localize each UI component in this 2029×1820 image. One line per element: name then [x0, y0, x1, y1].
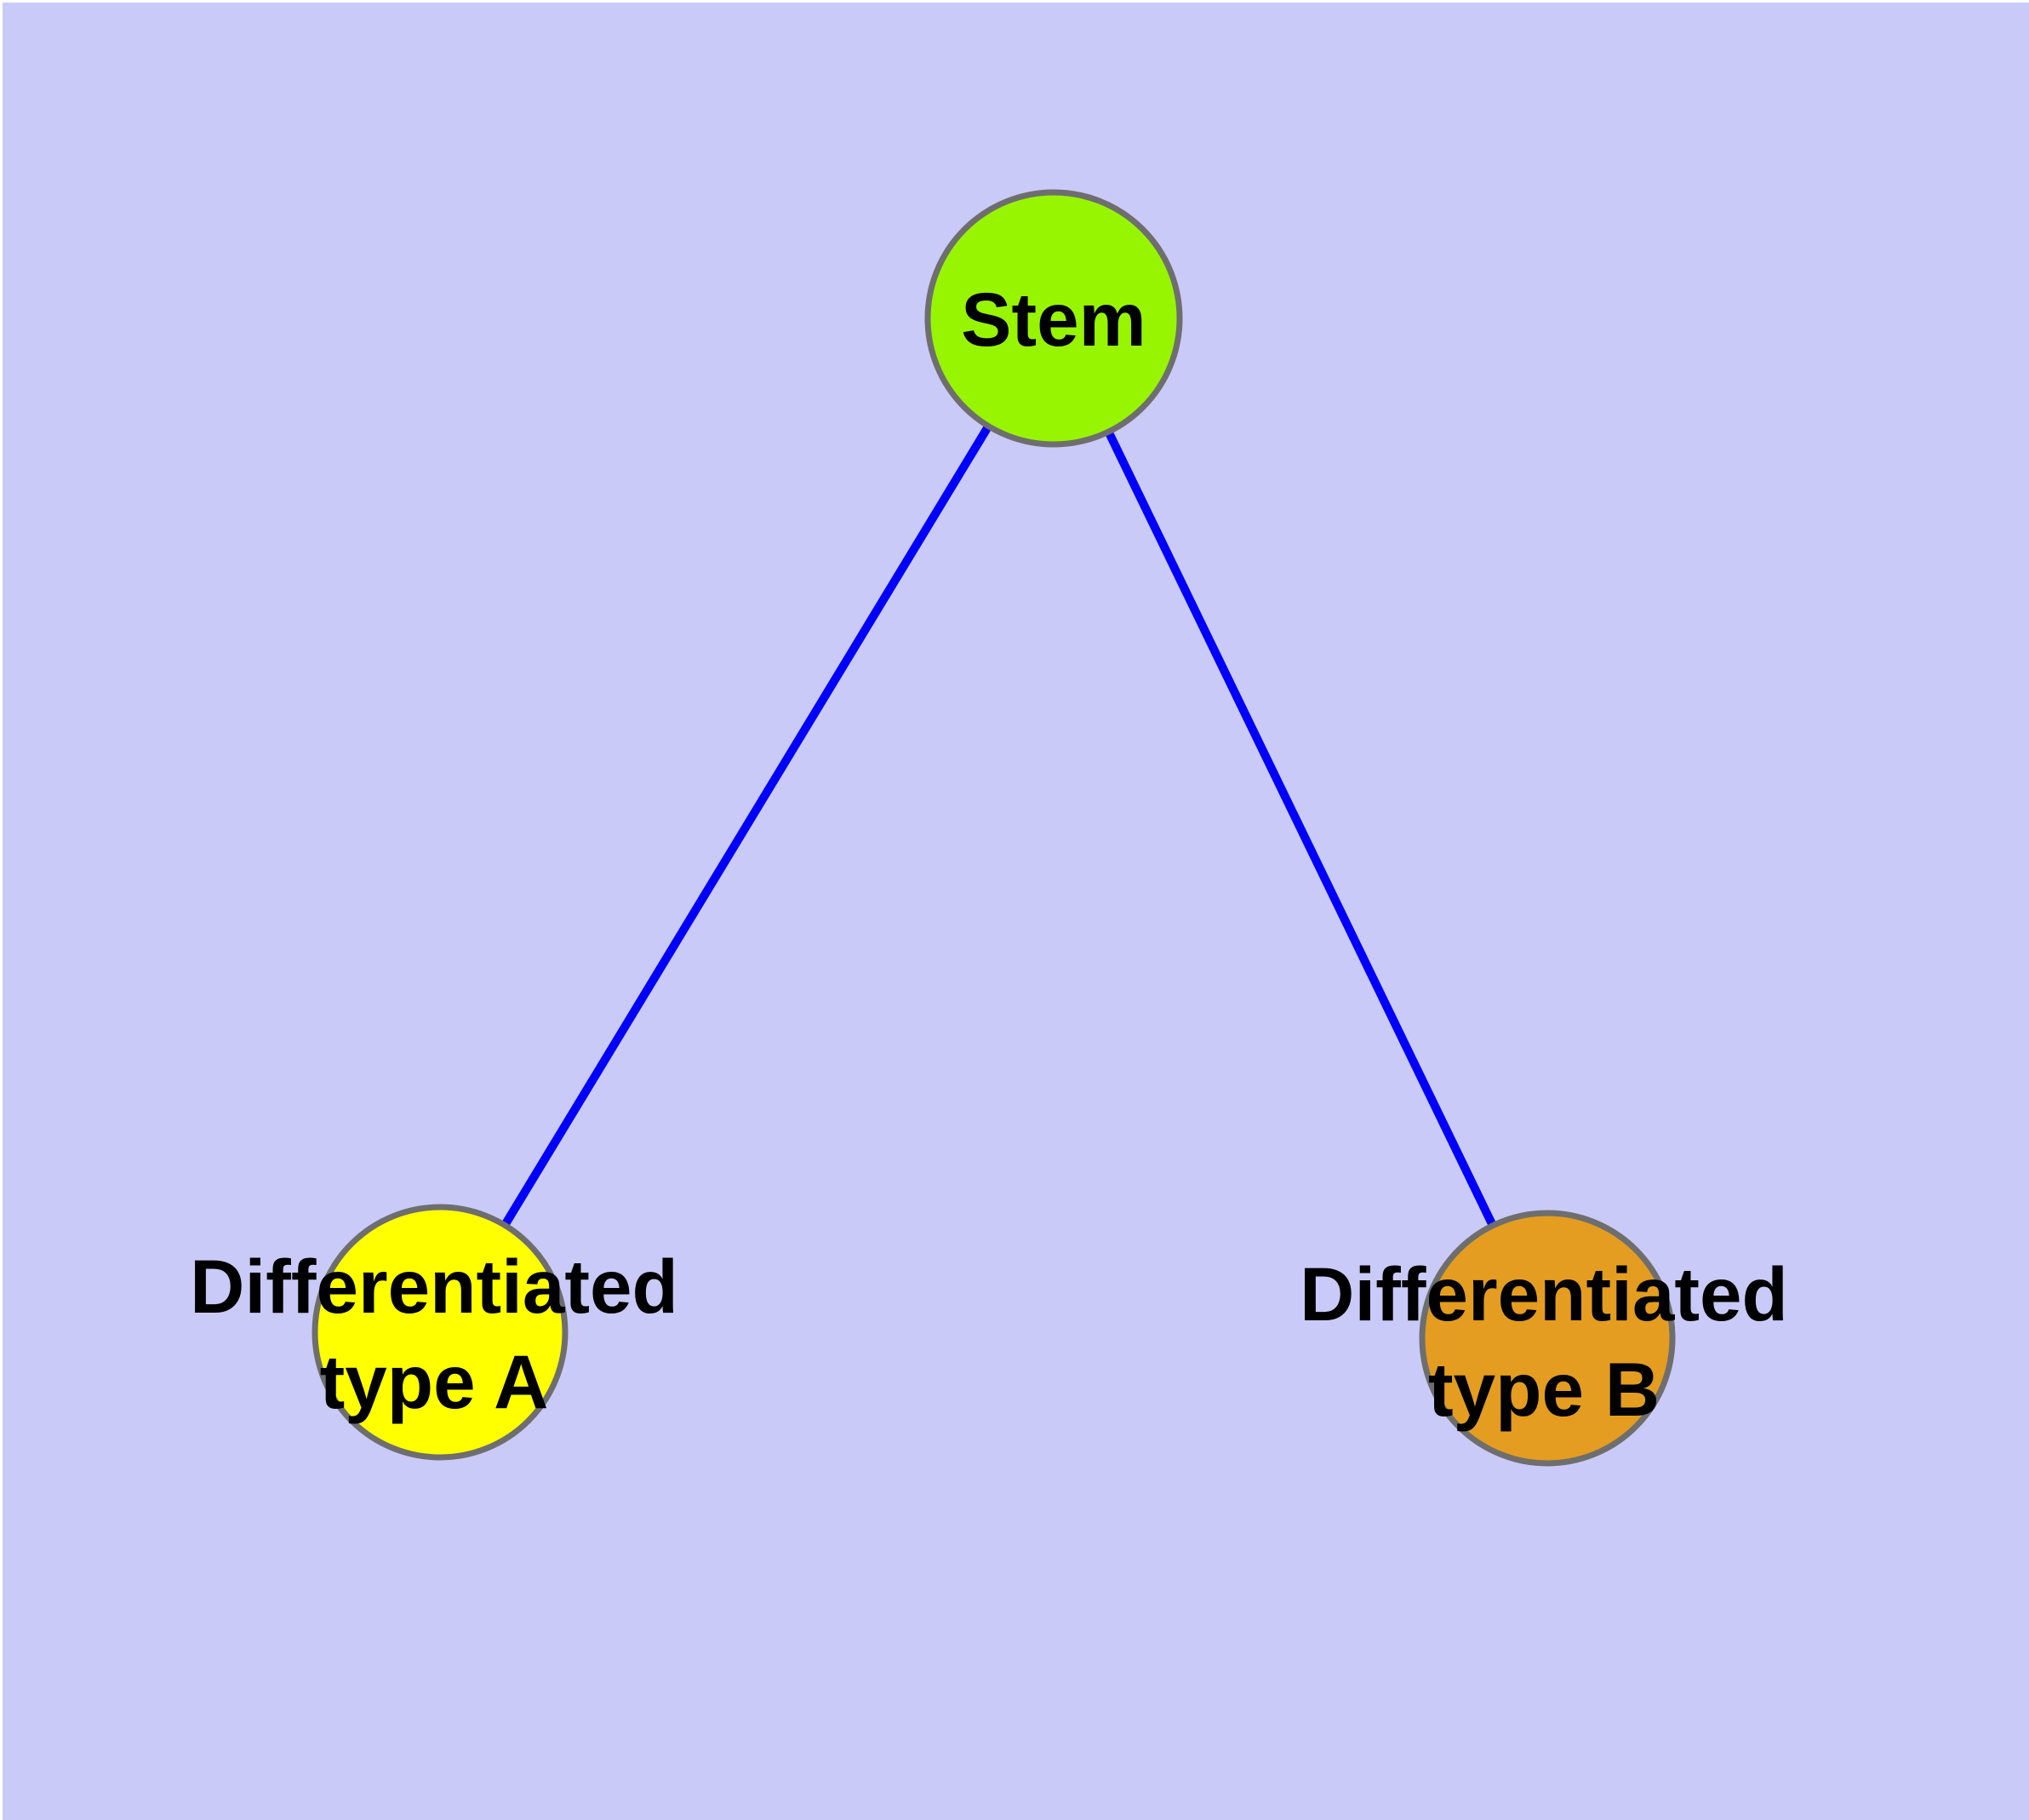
- node-label-stem: Stem: [961, 272, 1146, 367]
- graph-svg: [311, 189, 1676, 1467]
- edge-stem-to-type-b: [1049, 316, 1552, 1341]
- node-label-type-b-line1: Differentiated: [1300, 1251, 1788, 1336]
- graph-canvas: Stem Differentiated type A Differentiate…: [3, 3, 2029, 1820]
- node-label-type-b: Differentiated type B: [1300, 1246, 1788, 1437]
- node-label-stem-text: Stem: [961, 277, 1146, 362]
- node-label-type-a-line2: type A: [319, 1339, 549, 1424]
- edge-stem-to-type-a: [436, 316, 1058, 1335]
- node-stem: [924, 189, 1183, 448]
- node-label-type-b-line2: type B: [1427, 1347, 1660, 1432]
- node-label-type-a-line1: Differentiated: [190, 1244, 678, 1329]
- node-type-b: [1419, 1210, 1676, 1467]
- node-label-type-a: Differentiated type A: [190, 1239, 678, 1429]
- node-type-a: [311, 1204, 569, 1461]
